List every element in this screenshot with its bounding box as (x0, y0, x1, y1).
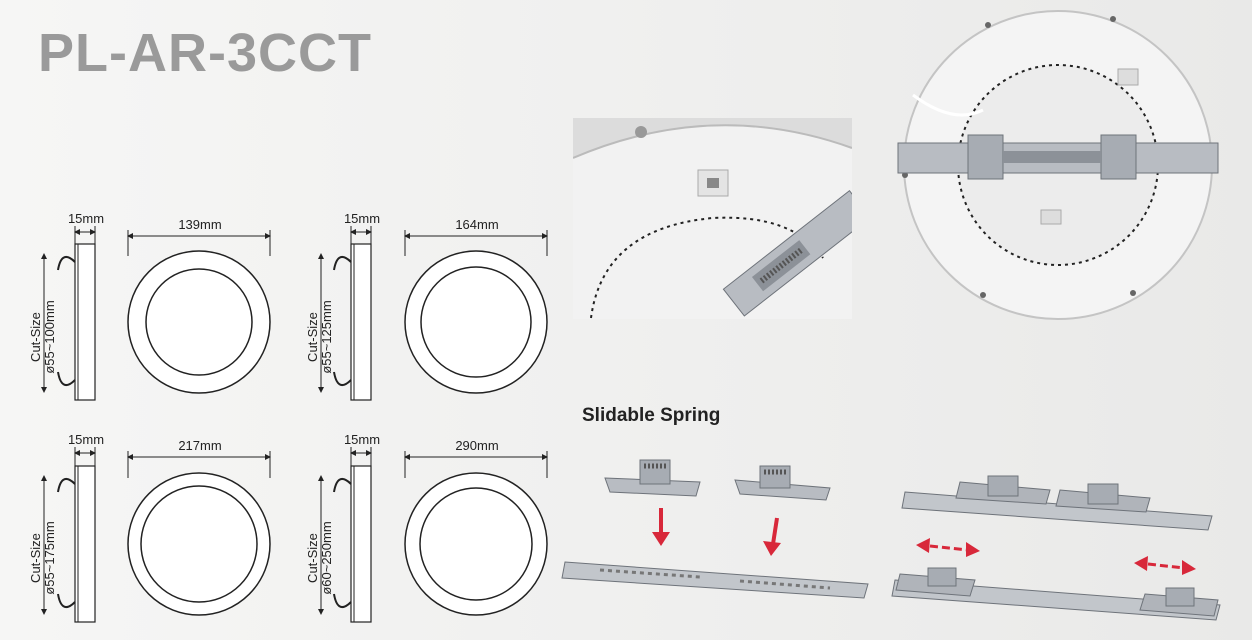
cut-size-label: Cut-Size (305, 533, 320, 583)
cut-size-label: Cut-Size (28, 533, 43, 583)
side-profile (350, 243, 372, 401)
thickness-label: 15mm (344, 432, 380, 447)
side-profile (74, 465, 96, 623)
cut-size-label: Cut-Size (305, 312, 320, 362)
diameter-label: 217mm (178, 438, 221, 453)
product-title: PL-AR-3CCT (38, 23, 372, 83)
cut-size-label: Cut-Size (28, 312, 43, 362)
diameter-label: 290mm (455, 438, 498, 453)
thickness-label: 15mm (68, 432, 104, 447)
panel-back-photo (893, 5, 1223, 320)
thickness-label: 15mm (68, 211, 104, 226)
diagram-2: Cut-Size ø55~125mm 15mm 164mm (305, 211, 548, 401)
section-title: Slidable Spring (582, 405, 721, 426)
bracket-closeup-photo (573, 118, 852, 319)
side-profile (74, 243, 96, 401)
diagram-3: Cut-Size ø55~175mm 15mm 217mm (28, 432, 271, 623)
diameter-label: 164mm (455, 217, 498, 232)
side-profile (350, 465, 372, 623)
thickness-label: 15mm (344, 211, 380, 226)
dimension-diagrams: Cut-Size ø55~100mm 15mm 139mm Cut-Size ø… (28, 211, 548, 623)
diameter-label: 139mm (178, 217, 221, 232)
diagram-4: Cut-Size ø60~250mm 15mm 290mm (305, 432, 548, 623)
diagram-1: Cut-Size ø55~100mm 15mm 139mm (28, 211, 271, 401)
